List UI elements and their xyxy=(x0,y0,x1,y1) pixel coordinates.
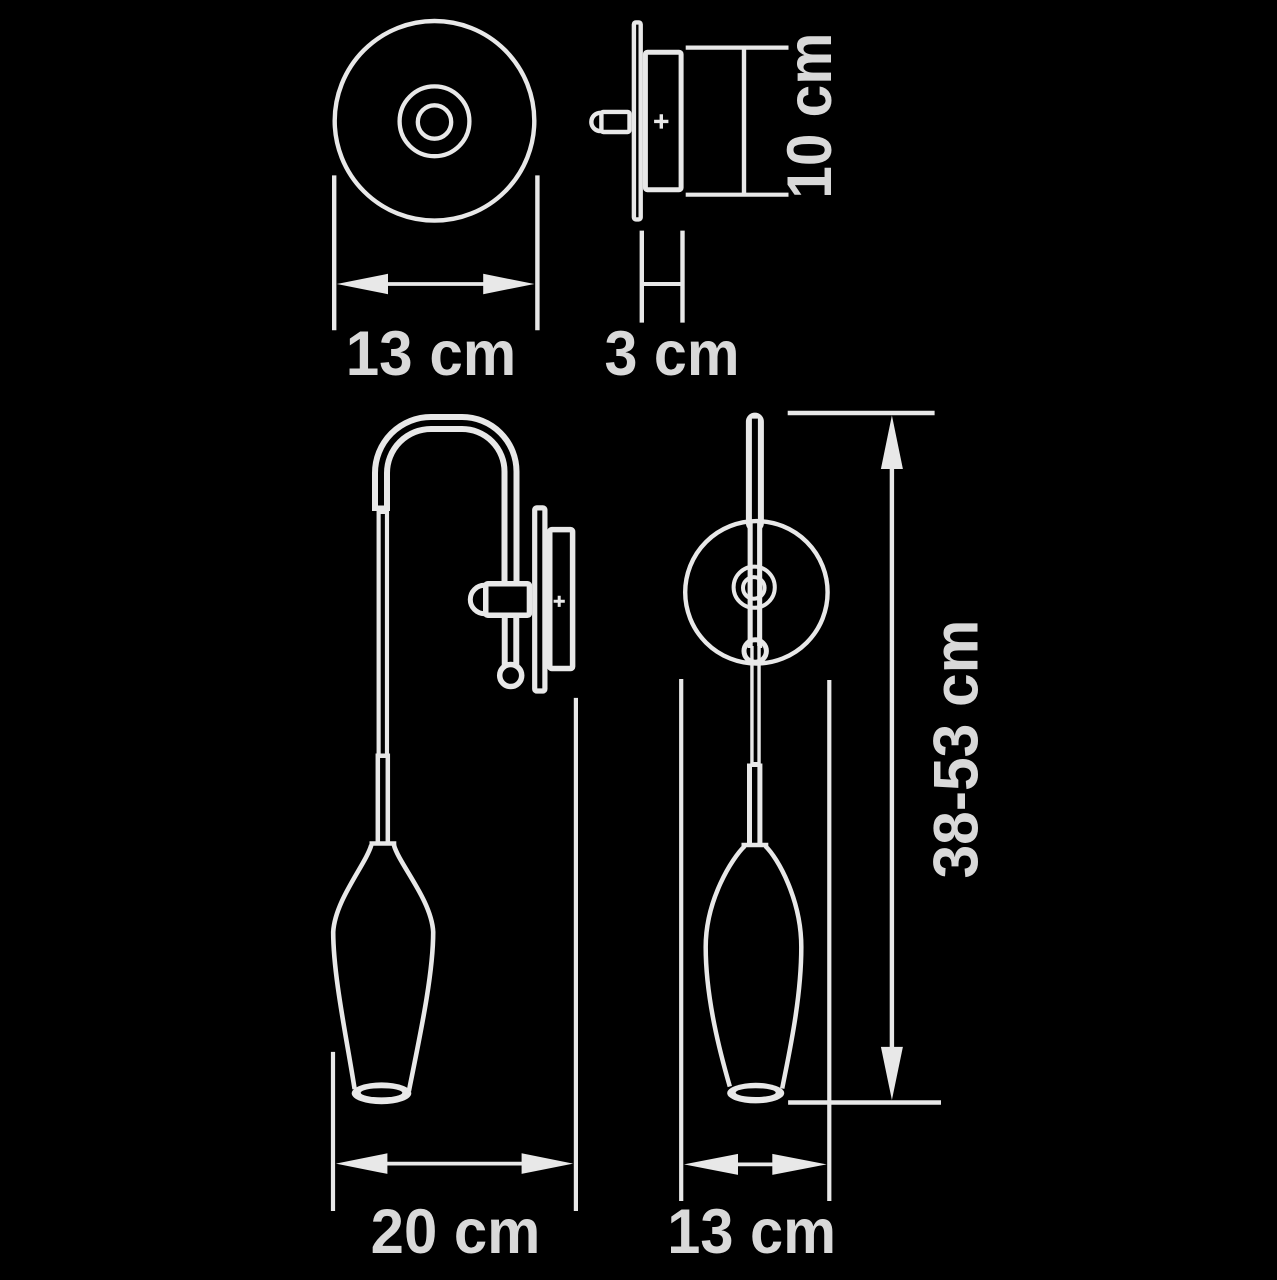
svg-text:20 cm: 20 cm xyxy=(371,1197,541,1268)
svg-text:13 cm: 13 cm xyxy=(667,1196,836,1266)
svg-text:10 cm: 10 cm xyxy=(774,33,844,199)
svg-text:38-53 cm: 38-53 cm xyxy=(921,620,991,879)
svg-text:3 cm: 3 cm xyxy=(605,318,740,388)
svg-text:13 cm: 13 cm xyxy=(346,319,517,390)
